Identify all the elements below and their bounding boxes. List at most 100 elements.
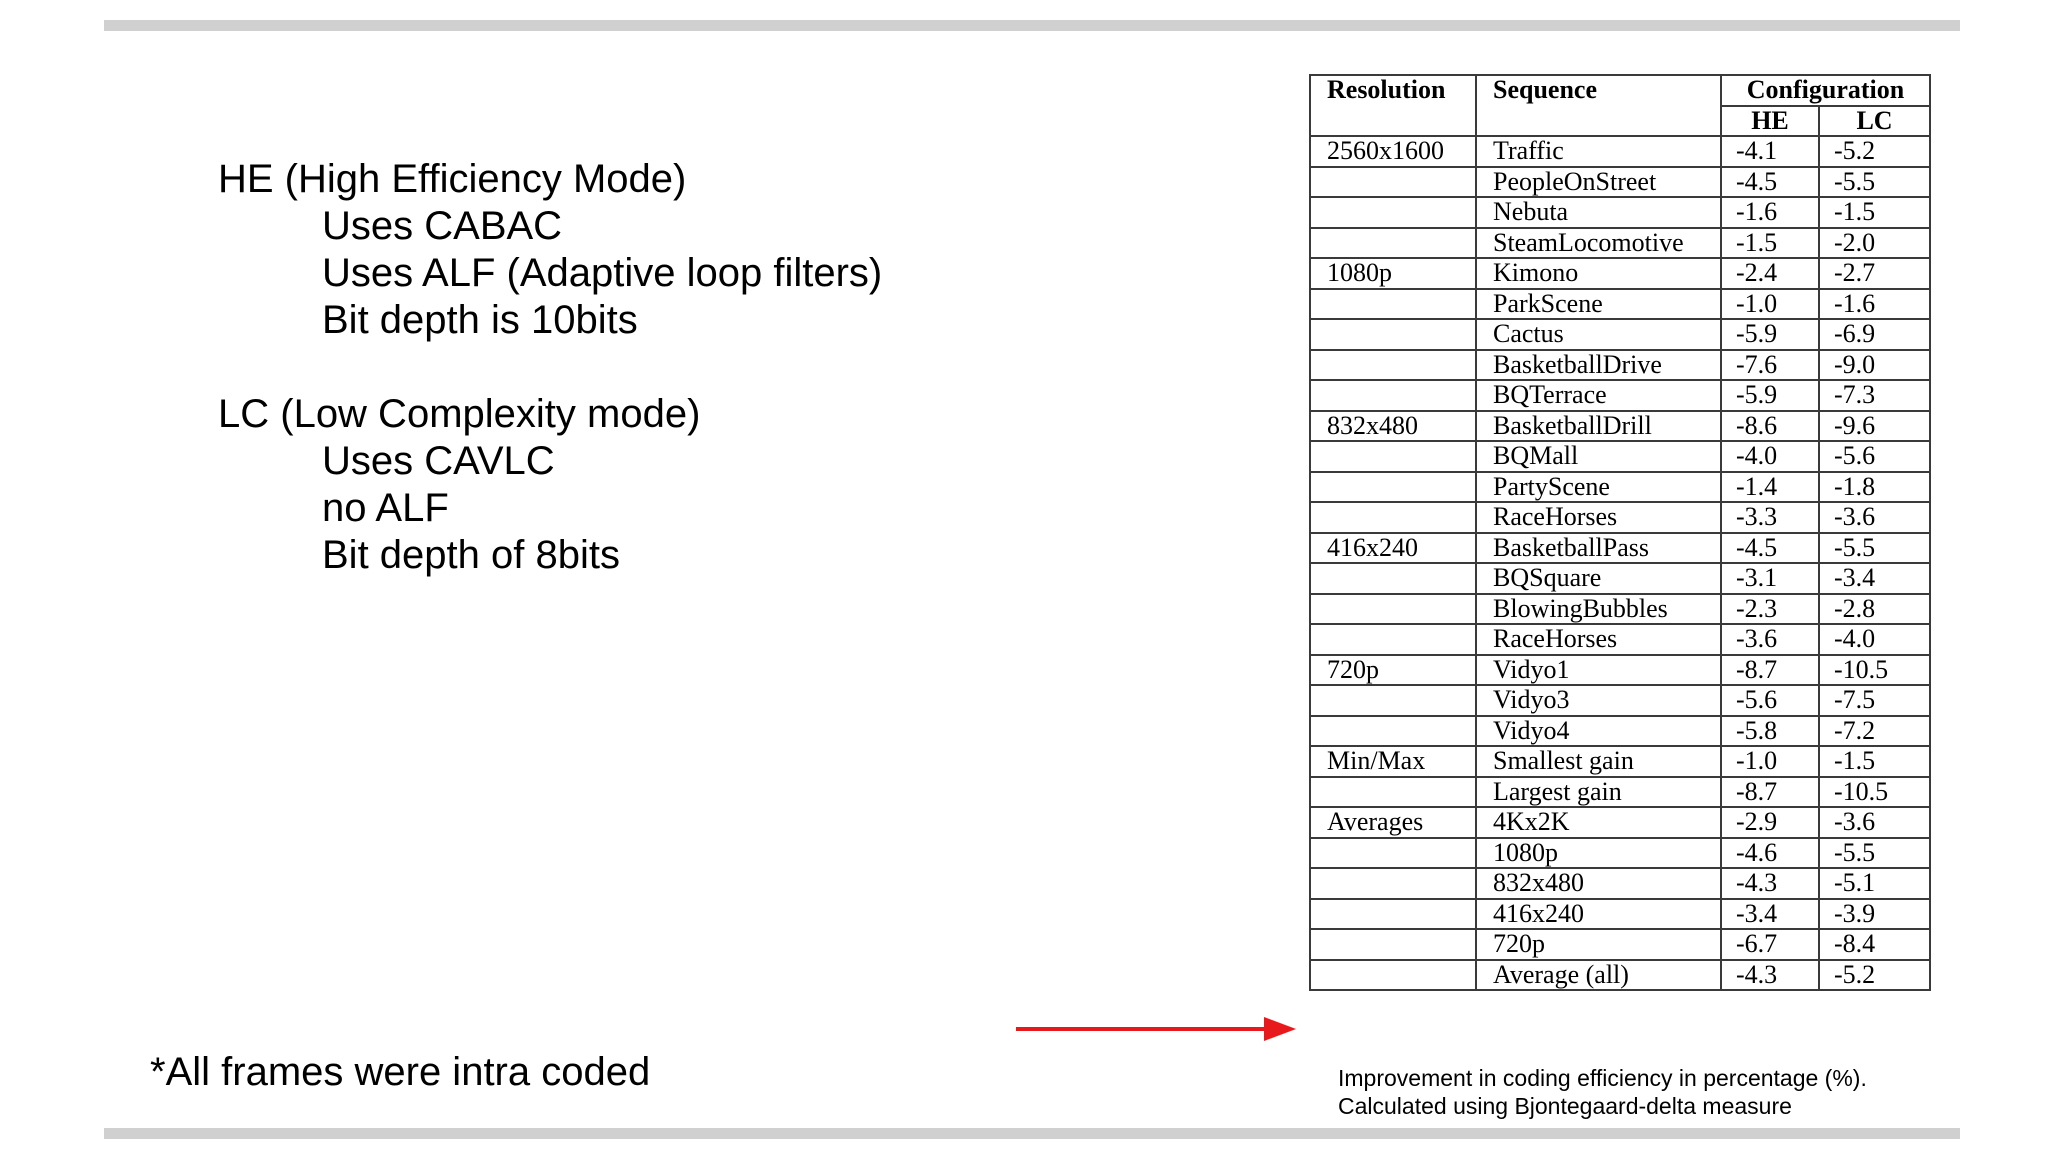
he-mode-title: HE (High Efficiency Mode): [218, 157, 687, 201]
header-he: HE: [1720, 104, 1820, 137]
sequence-cell: BasketballDrive: [1475, 348, 1722, 381]
table-row: BQTerrace-5.9-7.3: [1309, 379, 1931, 412]
table-row: Largest gain-8.7-10.5: [1309, 775, 1931, 808]
resolution-cell: 832x480: [1309, 409, 1477, 442]
arrow-head: [1264, 1017, 1296, 1041]
sequence-cell: Smallest gain: [1475, 745, 1722, 778]
resolution-cell: [1309, 287, 1477, 320]
top-divider: [104, 20, 1960, 31]
he-value-cell: -4.5: [1720, 531, 1820, 564]
resolution-cell: [1309, 196, 1477, 229]
lc-value-cell: -3.6: [1818, 501, 1931, 534]
sequence-cell: Average (all): [1475, 958, 1722, 991]
sequence-cell: PartyScene: [1475, 470, 1722, 503]
sequence-cell: BasketballDrill: [1475, 409, 1722, 442]
resolution-cell: 720p: [1309, 653, 1477, 686]
footnote: *All frames were intra coded: [150, 1050, 651, 1094]
lc-value-cell: -5.5: [1818, 531, 1931, 564]
sequence-cell: BQTerrace: [1475, 379, 1722, 412]
table-row: RaceHorses-3.6-4.0: [1309, 623, 1931, 656]
lc-value-cell: -1.5: [1818, 745, 1931, 778]
lc-value-cell: -3.4: [1818, 562, 1931, 595]
he-value-cell: -1.5: [1720, 226, 1820, 259]
resolution-cell: Averages: [1309, 806, 1477, 839]
lc-value-cell: -5.6: [1818, 440, 1931, 473]
resolution-cell: [1309, 623, 1477, 656]
header-resolution: Resolution: [1309, 74, 1477, 137]
arrow-icon: [1016, 1017, 1296, 1041]
bottom-divider: [104, 1128, 1960, 1139]
resolution-cell: [1309, 318, 1477, 351]
he-value-cell: -3.6: [1720, 623, 1820, 656]
he-value-cell: -2.3: [1720, 592, 1820, 625]
he-mode-item: Uses CABAC: [322, 204, 563, 248]
sequence-cell: Vidyo3: [1475, 684, 1722, 717]
resolution-cell: [1309, 684, 1477, 717]
table-row: Vidyo4-5.8-7.2: [1309, 714, 1931, 747]
sequence-cell: BQSquare: [1475, 562, 1722, 595]
lc-mode-item: Bit depth of 8bits: [322, 533, 620, 577]
lc-mode-group: LC (Low Complexity mode) Uses CAVLC no A…: [218, 391, 882, 579]
resolution-cell: [1309, 562, 1477, 595]
sequence-cell: BasketballPass: [1475, 531, 1722, 564]
he-value-cell: -1.4: [1720, 470, 1820, 503]
lc-value-cell: -10.5: [1818, 775, 1931, 808]
he-value-cell: -5.8: [1720, 714, 1820, 747]
lc-value-cell: -5.5: [1818, 165, 1931, 198]
table-row: 720p-6.7-8.4: [1309, 928, 1931, 961]
he-value-cell: -5.9: [1720, 379, 1820, 412]
lc-value-cell: -10.5: [1818, 653, 1931, 686]
he-value-cell: -2.9: [1720, 806, 1820, 839]
resolution-cell: [1309, 379, 1477, 412]
table-row: 1080p-4.6-5.5: [1309, 836, 1931, 869]
lc-value-cell: -2.0: [1818, 226, 1931, 259]
he-value-cell: -4.3: [1720, 867, 1820, 900]
table-row: PeopleOnStreet-4.5-5.5: [1309, 165, 1931, 198]
table-caption: Improvement in coding efficiency in perc…: [1338, 1064, 1867, 1120]
resolution-cell: Min/Max: [1309, 745, 1477, 778]
resolution-cell: [1309, 440, 1477, 473]
table-row: Vidyo3-5.6-7.5: [1309, 684, 1931, 717]
he-value-cell: -8.7: [1720, 653, 1820, 686]
sequence-cell: 1080p: [1475, 836, 1722, 869]
lc-mode-item: no ALF: [322, 486, 449, 530]
sequence-cell: Traffic: [1475, 135, 1722, 168]
he-value-cell: -8.6: [1720, 409, 1820, 442]
sequence-cell: SteamLocomotive: [1475, 226, 1722, 259]
sequence-cell: Largest gain: [1475, 775, 1722, 808]
he-mode-group: HE (High Efficiency Mode) Uses CABAC Use…: [218, 156, 882, 344]
sequence-cell: Nebuta: [1475, 196, 1722, 229]
resolution-cell: [1309, 348, 1477, 381]
mode-notes: HE (High Efficiency Mode) Uses CABAC Use…: [218, 156, 882, 626]
lc-value-cell: -1.6: [1818, 287, 1931, 320]
resolution-cell: [1309, 470, 1477, 503]
table-row: BlowingBubbles-2.3-2.8: [1309, 592, 1931, 625]
lc-value-cell: -8.4: [1818, 928, 1931, 961]
resolution-cell: 2560x1600: [1309, 135, 1477, 168]
he-value-cell: -4.6: [1720, 836, 1820, 869]
he-value-cell: -4.1: [1720, 135, 1820, 168]
sequence-cell: 832x480: [1475, 867, 1722, 900]
lc-value-cell: -7.3: [1818, 379, 1931, 412]
sequence-cell: RaceHorses: [1475, 623, 1722, 656]
sequence-cell: BlowingBubbles: [1475, 592, 1722, 625]
he-value-cell: -3.4: [1720, 897, 1820, 930]
lc-value-cell: -9.6: [1818, 409, 1931, 442]
he-value-cell: -6.7: [1720, 928, 1820, 961]
he-mode-item: Uses ALF (Adaptive loop filters): [322, 251, 883, 295]
lc-value-cell: -1.8: [1818, 470, 1931, 503]
he-value-cell: -2.4: [1720, 257, 1820, 290]
he-value-cell: -3.3: [1720, 501, 1820, 534]
table-row: ParkScene-1.0-1.6: [1309, 287, 1931, 320]
resolution-cell: 1080p: [1309, 257, 1477, 290]
sequence-cell: 416x240: [1475, 897, 1722, 930]
table-row: RaceHorses-3.3-3.6: [1309, 501, 1931, 534]
header-sequence: Sequence: [1475, 74, 1722, 137]
table-row: Cactus-5.9-6.9: [1309, 318, 1931, 351]
he-value-cell: -1.6: [1720, 196, 1820, 229]
